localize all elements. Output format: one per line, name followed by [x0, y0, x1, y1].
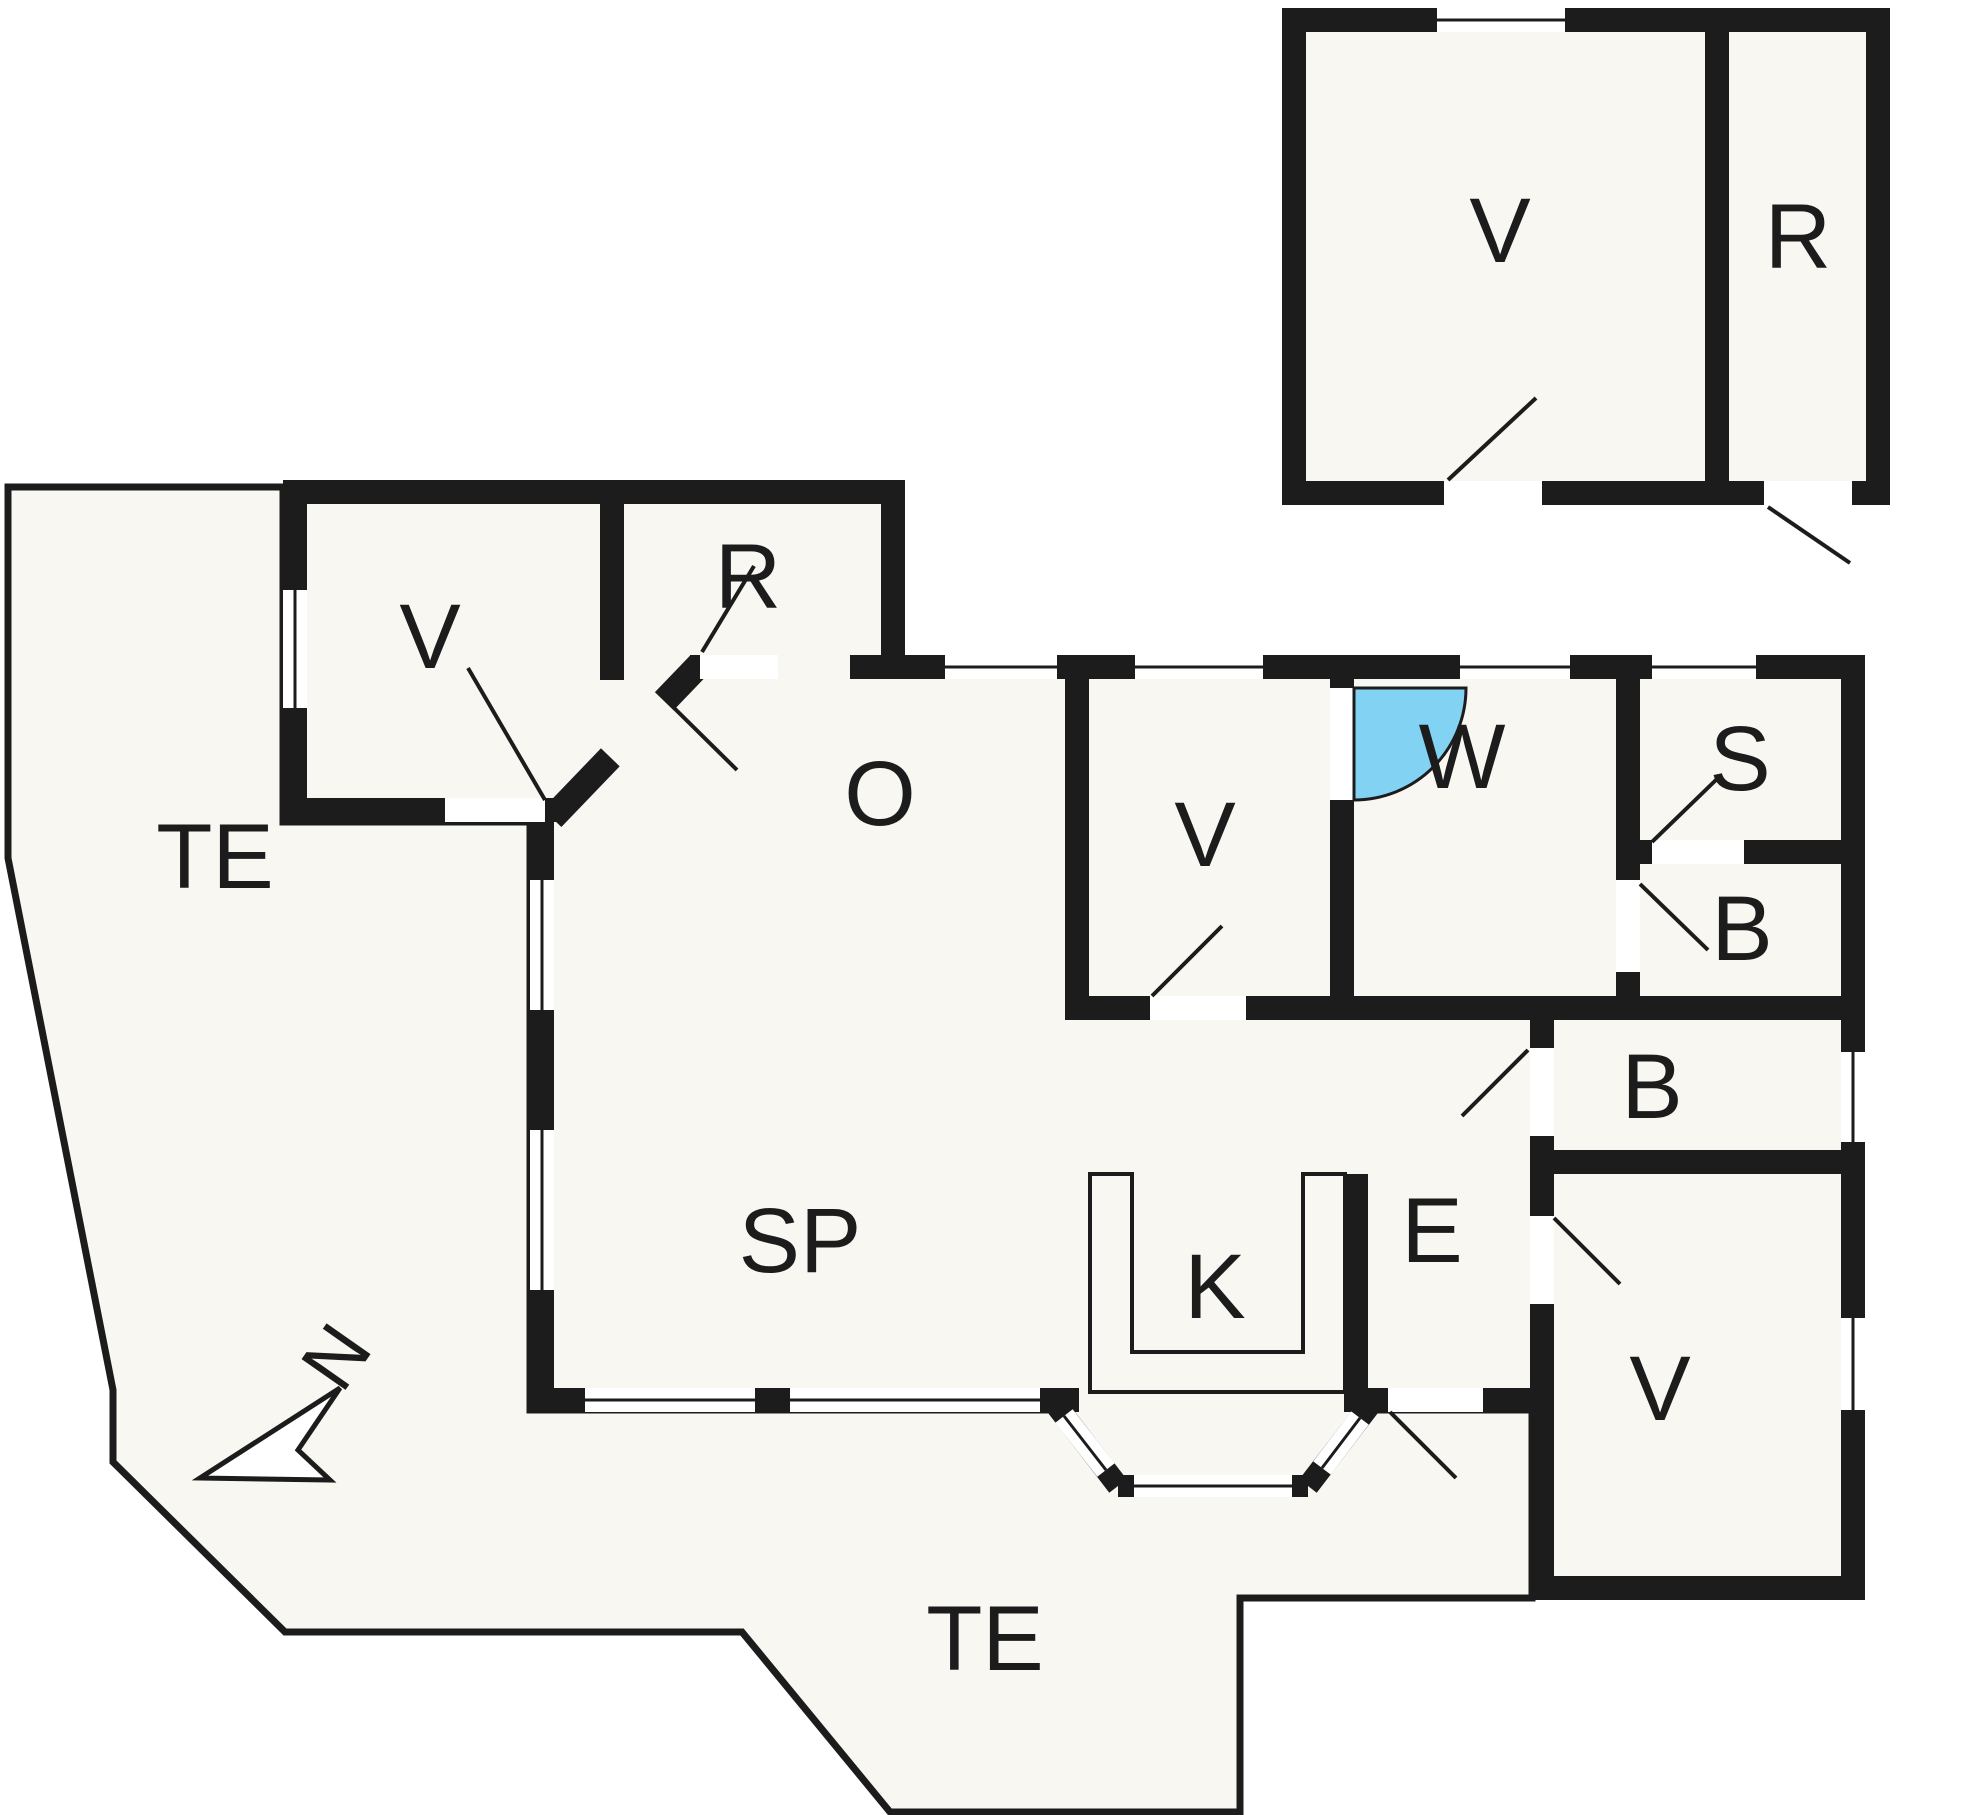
- window: [945, 655, 1057, 679]
- wall: [1282, 8, 1890, 32]
- wall: [1282, 8, 1306, 505]
- label-bath-lower: B: [1621, 1036, 1682, 1138]
- door: [1444, 396, 1542, 505]
- window-bay: [1055, 1409, 1369, 1497]
- wall: [1065, 679, 1089, 1020]
- label-sauna: S: [1709, 708, 1770, 810]
- window: [1841, 1052, 1865, 1142]
- window: [1460, 655, 1570, 679]
- window: [1135, 655, 1263, 679]
- label-annex-room: V: [1469, 180, 1530, 282]
- room-labels: TE TE V R O SP V W S B B E K V V R: [156, 180, 1831, 1690]
- label-bath-upper: B: [1711, 878, 1772, 980]
- label-kitchen: K: [1184, 1236, 1245, 1338]
- windows: [283, 8, 1865, 1497]
- label-terrace-left: TE: [156, 806, 274, 908]
- doors: [445, 396, 1852, 1480]
- label-bedroom-mid: V: [1174, 784, 1235, 886]
- door: [1616, 880, 1710, 972]
- door: [1530, 1216, 1622, 1304]
- label-dining-room: SP: [739, 1190, 862, 1292]
- kitchen-counter: [1088, 1172, 1347, 1394]
- window: [283, 590, 307, 708]
- wc-door: [1330, 686, 1468, 802]
- door: [1150, 924, 1246, 1020]
- window: [1437, 8, 1565, 32]
- window: [790, 1388, 1040, 1412]
- window: [1841, 1318, 1865, 1410]
- label-annex-storage: R: [1765, 186, 1831, 288]
- door: [1764, 481, 1852, 565]
- window: [530, 880, 554, 1010]
- wall: [881, 480, 905, 679]
- door: [445, 666, 547, 822]
- label-bedroom-nw: V: [399, 586, 460, 688]
- wall: [1530, 1576, 1865, 1600]
- wall: [283, 480, 905, 504]
- wall: [1705, 8, 1729, 505]
- window: [1652, 655, 1756, 679]
- window: [585, 1388, 755, 1412]
- label-wc: W: [1419, 706, 1506, 808]
- door: [599, 691, 739, 772]
- label-entry: E: [1401, 1180, 1462, 1282]
- label-storage-nw: R: [715, 526, 781, 628]
- label-living-room: O: [844, 743, 916, 845]
- label-bedroom-se: V: [1629, 1338, 1690, 1440]
- wc-door-swing: [1352, 686, 1468, 802]
- door: [1388, 1388, 1483, 1480]
- door: [1650, 776, 1744, 864]
- window: [530, 1130, 554, 1290]
- door: [700, 564, 778, 679]
- wall: [1530, 1150, 1865, 1174]
- wall: [1616, 679, 1640, 864]
- wall: [1866, 8, 1890, 505]
- door: [1460, 1048, 1554, 1136]
- wall: [600, 480, 624, 680]
- wall: [1344, 1174, 1368, 1412]
- floor-bay: [1052, 1390, 1374, 1490]
- floor-annex: [1282, 8, 1890, 505]
- north-arrow-shape: [191, 1385, 343, 1483]
- label-terrace-bottom: TE: [926, 1588, 1044, 1690]
